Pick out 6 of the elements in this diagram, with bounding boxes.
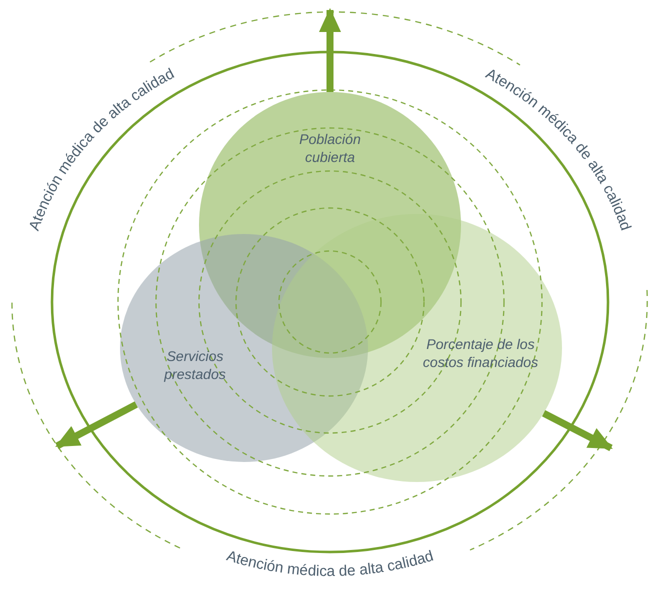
circle-label: Porcentaje de los costos financiados (422, 335, 540, 371)
circle-label: Población cubierta (298, 130, 362, 166)
arrow (55, 401, 138, 450)
curved-label: Atención médica de alta calidad (224, 547, 436, 580)
arrow (542, 410, 613, 452)
arrow (319, 8, 341, 92)
